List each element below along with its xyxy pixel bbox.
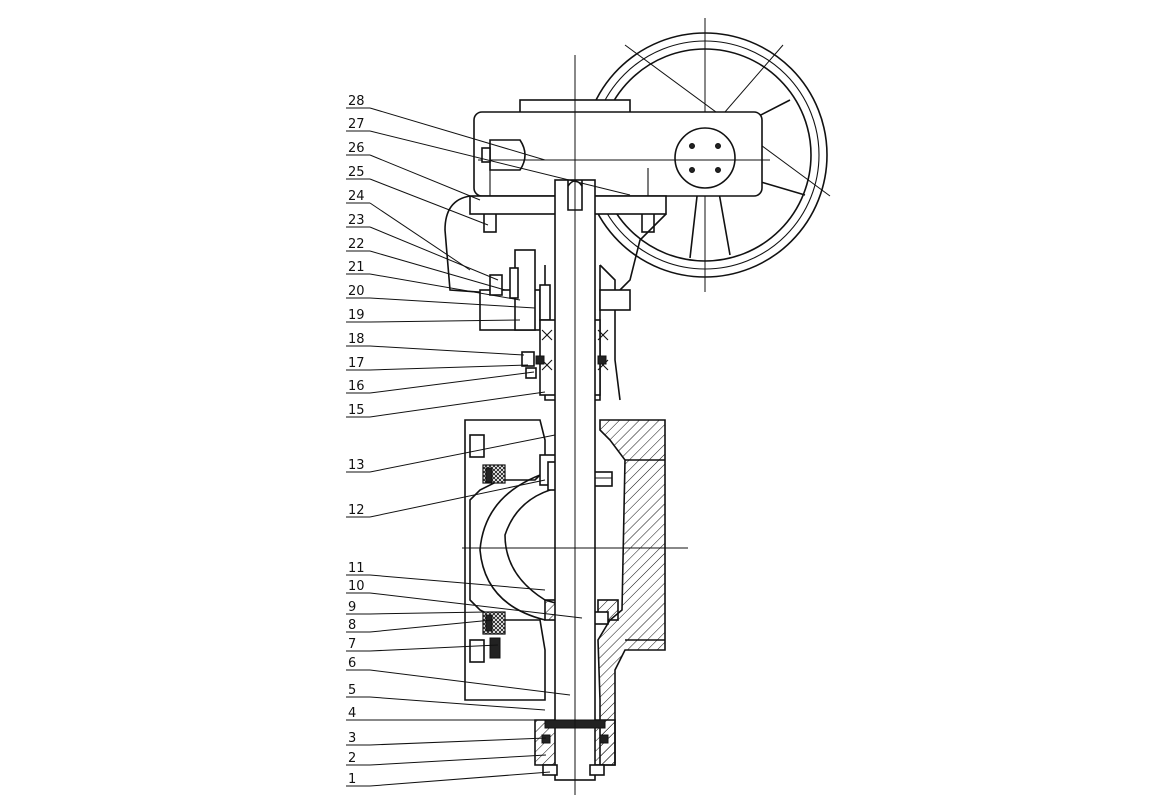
part-label-2: 2 (348, 751, 356, 766)
part-label-12: 12 (348, 503, 365, 518)
part-label-8: 8 (348, 618, 356, 633)
leader-line (369, 130, 631, 196)
leader-line (369, 226, 499, 281)
leader-line (369, 644, 499, 652)
gearbox (473, 99, 770, 233)
part-label-19: 19 (348, 308, 365, 323)
part-label-6: 6 (348, 656, 356, 671)
part-label-7: 7 (348, 637, 356, 652)
center-lines (462, 55, 688, 795)
part-label-24: 24 (348, 189, 365, 204)
part-label-9: 9 (348, 600, 356, 615)
part-label-15: 15 (348, 403, 365, 418)
part-label-28: 28 (348, 94, 365, 109)
part-label-26: 26 (348, 141, 365, 156)
part-label-11: 11 (348, 561, 365, 576)
leader-line (369, 669, 571, 696)
part-label-13: 13 (348, 458, 365, 473)
part-label-5: 5 (348, 683, 356, 698)
leader-line (369, 696, 546, 711)
part-label-3: 3 (348, 731, 356, 746)
leader-line (369, 178, 489, 226)
part-label-17: 17 (348, 356, 365, 371)
leader-line (369, 391, 546, 418)
leader-line (369, 345, 525, 356)
leader-line (369, 154, 481, 201)
part-label-18: 18 (348, 332, 365, 347)
leader-line (369, 250, 506, 291)
part-label-21: 21 (348, 260, 365, 275)
part-label-22: 22 (348, 237, 365, 252)
leader-line (369, 273, 521, 301)
leader-line (369, 479, 546, 518)
part-label-25: 25 (348, 165, 365, 180)
leader-line (369, 107, 546, 161)
leader-line (369, 434, 556, 473)
part-label-23: 23 (348, 213, 365, 228)
part-labels: 2827262524232221201918171615131211109876… (346, 94, 631, 787)
leader-line (369, 771, 551, 787)
leader-line (369, 574, 546, 591)
leader-line (369, 364, 529, 371)
part-label-4: 4 (348, 706, 356, 721)
leader-line (369, 611, 487, 615)
leader-line (369, 202, 471, 271)
leader-line (369, 319, 521, 323)
leader-line (369, 371, 535, 394)
leader-line (369, 754, 547, 766)
leader-line (369, 297, 536, 309)
part-label-20: 20 (348, 284, 365, 299)
part-label-10: 10 (348, 579, 365, 594)
part-label-1: 1 (348, 772, 356, 787)
seat-rings (469, 434, 506, 663)
leader-line (369, 737, 547, 746)
part-label-16: 16 (348, 379, 365, 394)
leader-line (369, 619, 493, 633)
part-label-27: 27 (348, 117, 365, 132)
leader-line (369, 592, 583, 619)
